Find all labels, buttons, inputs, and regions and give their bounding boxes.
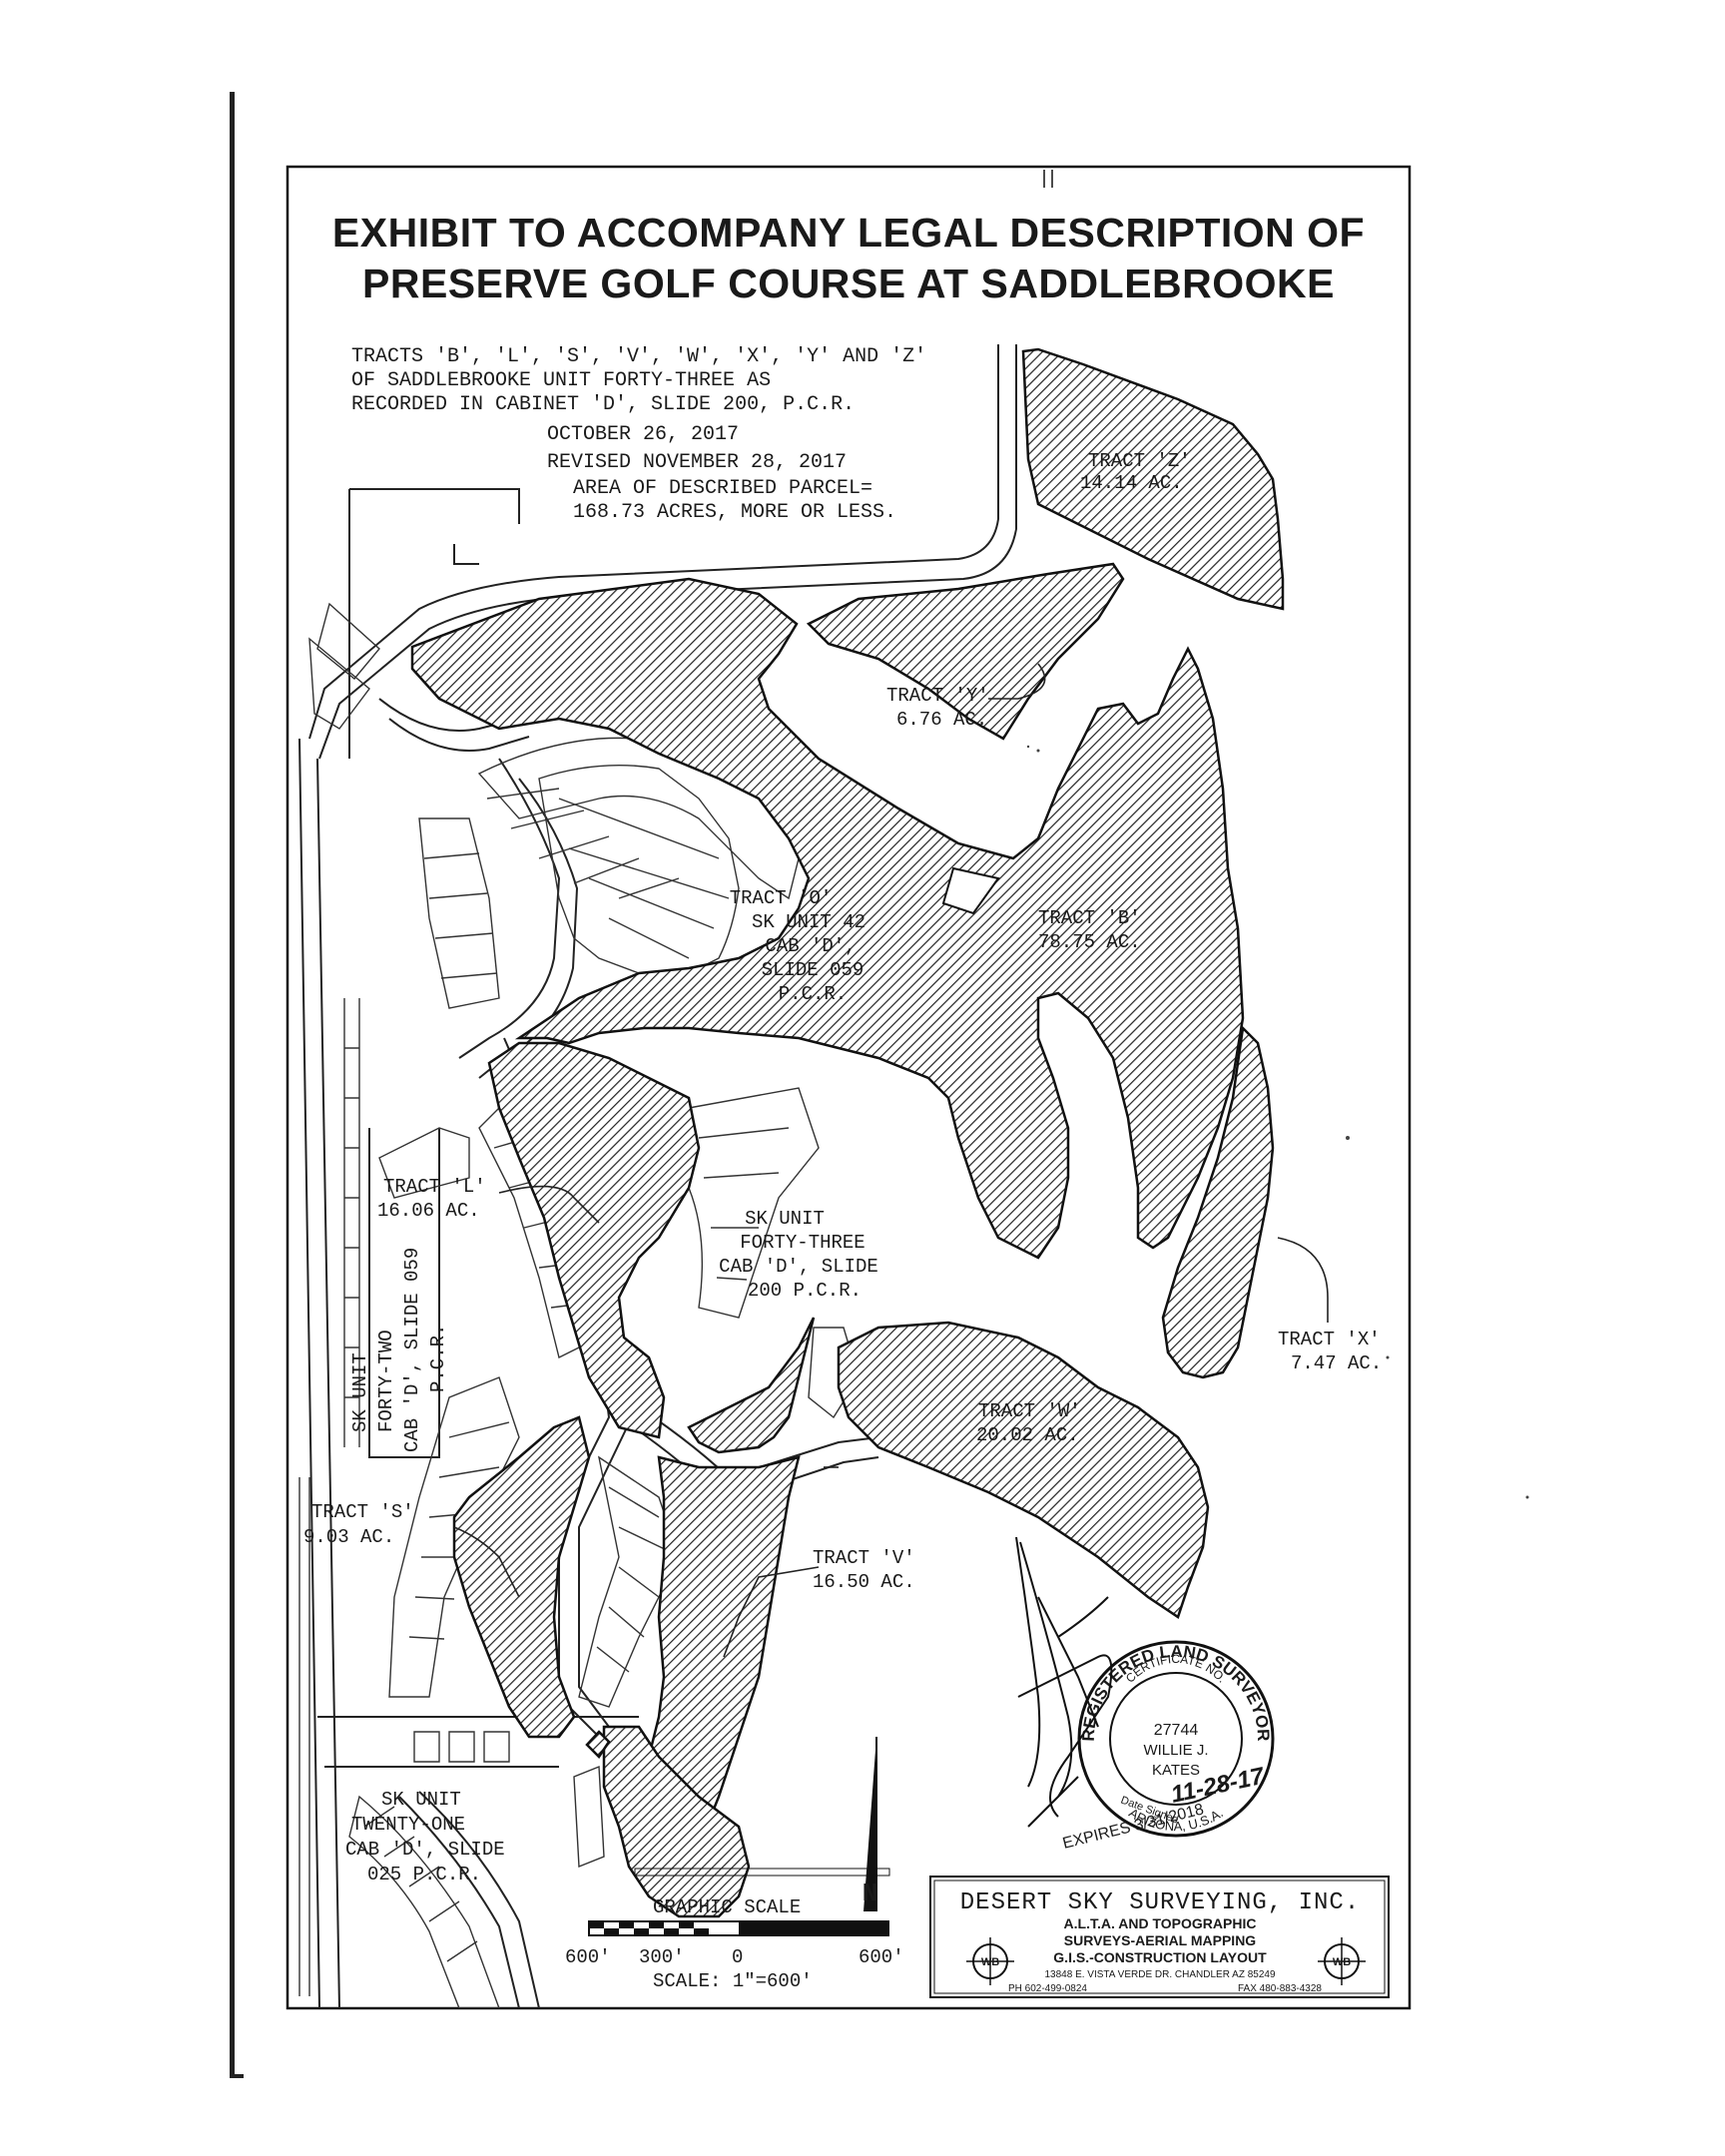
- tract-w-name: TRACT 'W': [978, 1400, 1081, 1422]
- scale-ratio: SCALE: 1"=600': [653, 1970, 813, 1992]
- svg-text:WB: WB: [1333, 1956, 1351, 1968]
- unit-42-label-2: FORTY-TWO: [375, 1330, 397, 1432]
- unit-21-label-1: SK UNIT: [381, 1789, 461, 1811]
- seal-cert-number: 27744: [1154, 1722, 1199, 1739]
- note-date: OCTOBER 26, 2017: [547, 423, 739, 446]
- seal-name-line2: KATES: [1152, 1762, 1200, 1779]
- scale-tick-600-right: 600': [859, 1946, 904, 1968]
- tract-y-name: TRACT 'Y': [886, 685, 989, 707]
- tract-o-label-2: SK UNIT 42: [752, 911, 865, 933]
- tract-v-area: 16.50 AC.: [813, 1571, 915, 1593]
- company-name: DESERT SKY SURVEYING, INC.: [960, 1889, 1360, 1916]
- company-line3: G.I.S.-CONSTRUCTION LAYOUT: [1053, 1949, 1267, 1965]
- note-area-line2: 168.73 ACRES, MORE OR LESS.: [573, 501, 896, 524]
- tract-b-area: 78.75 AC.: [1038, 931, 1141, 953]
- tract-z-parcel: [1021, 347, 1285, 611]
- tract-z-area: 14.14 AC.: [1080, 472, 1183, 494]
- tract-l-parcel: [487, 1041, 701, 1439]
- scale-tick-600-left: 600': [565, 1946, 611, 1968]
- tract-s-area: 9.03 AC.: [303, 1526, 394, 1548]
- company-phone: PH 602-499-0824: [1008, 1983, 1087, 1994]
- scale-tick-300: 300': [639, 1946, 685, 1968]
- exhibit-title-line1: EXHIBIT TO ACCOMPANY LEGAL DESCRIPTION O…: [332, 210, 1365, 256]
- svg-text:N: N: [862, 1879, 879, 1908]
- graphic-scale-title: GRAPHIC SCALE: [653, 1896, 801, 1918]
- note-tracts-line2: OF SADDLEBROOKE UNIT FORTY-THREE AS: [351, 369, 771, 392]
- tract-x-parcel: [1161, 1025, 1275, 1379]
- note-revised: REVISED NOVEMBER 28, 2017: [547, 451, 847, 474]
- tract-w-area: 20.02 AC.: [976, 1424, 1079, 1446]
- signature-mark: [1015, 1536, 1113, 1828]
- graphic-scale: GRAPHIC SCALE 600' 300' 0 600' SCALE: 1"…: [565, 1868, 904, 1992]
- svg-text:WB: WB: [981, 1956, 999, 1968]
- tract-o-label-1: TRACT 'O': [730, 887, 833, 909]
- tract-o-label-5: P.C.R.: [779, 983, 847, 1005]
- unit-42-label-3: CAB 'D', SLIDE 059: [401, 1248, 423, 1452]
- tract-l-name: TRACT 'L': [383, 1176, 486, 1198]
- tract-x-name: TRACT 'X': [1278, 1329, 1381, 1350]
- note-tracts-line3: RECORDED IN CABINET 'D', SLIDE 200, P.C.…: [351, 393, 855, 416]
- unit-42-label-1: SK UNIT: [349, 1352, 371, 1432]
- exhibit-title-line2: PRESERVE GOLF COURSE AT SADDLEBROOKE: [362, 261, 1335, 306]
- tract-w-parcel: [837, 1321, 1210, 1619]
- company-logo-right: WB: [1318, 1937, 1366, 1985]
- note-area-line1: AREA OF DESCRIBED PARCEL=: [573, 477, 872, 500]
- unit-21-label-3: CAB 'D', SLIDE: [345, 1839, 505, 1861]
- tract-o-label-3: CAB 'D',: [765, 935, 856, 957]
- margin-bar: [230, 92, 235, 2078]
- tract-y-parcel: [806, 562, 1125, 741]
- label-leaders: [453, 663, 1329, 1658]
- north-arrow: N: [862, 1737, 879, 1911]
- tract-b-name: TRACT 'B': [1038, 907, 1141, 929]
- company-line2: SURVEYS-AERIAL MAPPING: [1064, 1932, 1257, 1948]
- unit-42-label-4: P.C.R.: [427, 1325, 449, 1392]
- unit-21-label-2: TWENTY-ONE: [351, 1814, 465, 1836]
- margin-bar-foot: [230, 2074, 244, 2078]
- exhibit-frame: [286, 165, 1412, 2010]
- tract-o-label-4: SLIDE 059: [762, 959, 864, 981]
- unit-43-label-1: SK UNIT: [745, 1208, 825, 1230]
- tract-s-parcel-upper: [585, 1730, 611, 1759]
- tract-l-parcel-lower: [687, 1317, 816, 1454]
- seal-name-line1: WILLIE J.: [1143, 1742, 1208, 1759]
- tract-y-area: 6.76 AC.: [896, 709, 987, 731]
- tract-v-name: TRACT 'V': [813, 1547, 915, 1569]
- company-line1: A.L.T.A. AND TOPOGRAPHIC: [1064, 1915, 1257, 1931]
- unit-43-label-3: CAB 'D', SLIDE: [719, 1256, 878, 1278]
- company-address: 13848 E. VISTA VERDE DR. CHANDLER AZ 852…: [1044, 1969, 1275, 1980]
- scan-specks: [1026, 745, 1529, 1499]
- tract-z-name: TRACT 'Z': [1088, 450, 1191, 472]
- unit-43-label-4: 200 P.C.R.: [748, 1280, 862, 1302]
- tract-b-parcel: [410, 577, 1245, 1260]
- scale-tick-0: 0: [732, 1946, 743, 1968]
- company-title-block: DESERT SKY SURVEYING, INC. A.L.T.A. AND …: [929, 1876, 1390, 1998]
- unit-43-label-2: FORTY-THREE: [740, 1232, 864, 1254]
- tract-s-parcel: [452, 1415, 591, 1739]
- note-tracts-line1: TRACTS 'B', 'L', 'S', 'V', 'W', 'X', 'Y'…: [351, 345, 926, 368]
- unit-21-label-4: 025 P.C.R.: [367, 1864, 481, 1886]
- company-fax: FAX 480-883-4328: [1238, 1983, 1322, 1994]
- tract-x-area: 7.47 AC.: [1291, 1352, 1382, 1374]
- company-logo-left: WB: [966, 1937, 1014, 1985]
- tract-s-name: TRACT 'S': [311, 1501, 414, 1523]
- tract-l-area: 16.06 AC.: [377, 1200, 480, 1222]
